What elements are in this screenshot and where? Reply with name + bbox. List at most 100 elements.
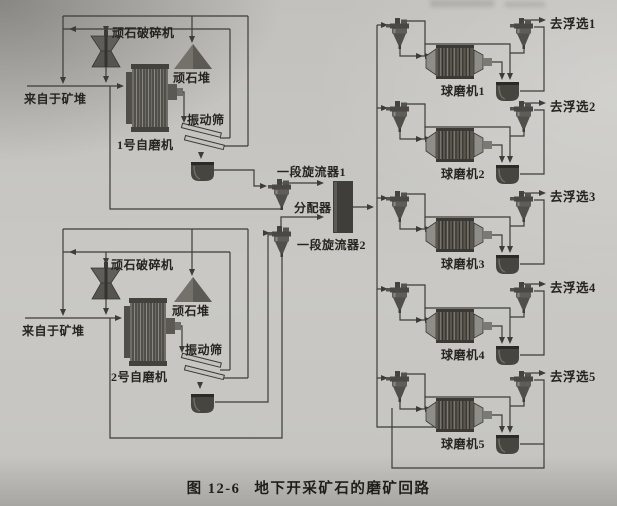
flow-arrow — [416, 317, 423, 323]
pump-box-circuit-3 — [495, 254, 520, 275]
flow-line — [280, 216, 320, 228]
flow-line — [520, 199, 545, 265]
flow-arrow — [507, 246, 513, 253]
label-ball-mill-5: 球磨机5 — [441, 437, 486, 451]
ball-mill-5 — [425, 397, 493, 433]
flow-line — [215, 233, 269, 403]
label-distributor: 分配器 — [294, 201, 332, 215]
flow-line — [214, 169, 262, 187]
circuit-cyclone-left-4 — [386, 282, 409, 313]
flow-arrow — [539, 370, 546, 376]
flow-arrow — [60, 77, 66, 84]
flow-arrow — [60, 309, 66, 316]
circuit-cyclone-left-3 — [386, 191, 409, 222]
label-ball-mill-2: 球磨机2 — [441, 167, 486, 181]
distributor-highlight — [334, 182, 337, 232]
label-stockpile-1: 顽石堆 — [173, 71, 211, 85]
circuit-cyclone-left-1 — [386, 18, 409, 49]
flow-arrow — [103, 308, 109, 315]
flow-line — [520, 290, 545, 356]
flow-line — [520, 109, 545, 175]
label-primary-cyclone-1: 一段旋流器1 — [277, 165, 347, 179]
label-pebble-crusher-2: 顽石破碎机 — [111, 258, 174, 272]
flow-arrow — [198, 152, 204, 159]
flow-arrow — [416, 226, 423, 232]
pump-box-circuit-4 — [495, 345, 520, 366]
flow-arrow — [189, 36, 195, 43]
circuit-cyclone-right-5 — [510, 371, 533, 402]
label-ball-mill-1: 球磨机1 — [441, 84, 486, 98]
flow-arrow — [181, 116, 187, 123]
flow-arrow — [260, 183, 267, 189]
flow-arrow — [103, 26, 109, 33]
flow-arrow — [416, 406, 423, 412]
pump-box-circuit-1 — [495, 81, 520, 102]
flow-line — [391, 408, 545, 469]
flow-arrow — [499, 73, 505, 80]
flow-line — [109, 257, 283, 439]
flow-arrow — [69, 249, 76, 255]
flow-arrow — [189, 269, 195, 276]
flow-line — [177, 91, 185, 120]
label-primary-cyclone-2: 一段旋流器2 — [297, 238, 367, 252]
circuit-cyclone-left-5 — [386, 371, 409, 402]
figure-title: 地下开采矿石的磨矿回路 — [254, 481, 431, 497]
flow-line — [109, 86, 282, 210]
pump-box-ag-2 — [190, 393, 215, 414]
flow-arrow — [103, 258, 109, 265]
label-vibrating-screen-2: 振动筛 — [185, 343, 223, 357]
flow-arrow — [317, 180, 324, 186]
flow-arrow — [499, 337, 505, 344]
flow-arrow — [416, 136, 423, 142]
label-to-flotation-3: 去浮选3 — [550, 190, 596, 204]
ball-mill-1 — [425, 44, 493, 80]
flow-line — [492, 61, 503, 78]
label-pebble-crusher-1: 顽石破碎机 — [112, 26, 175, 40]
flow-arrow — [507, 337, 513, 344]
primary-cyclone-1 — [268, 179, 291, 210]
flow-arrow — [381, 22, 388, 28]
flow-line — [510, 313, 525, 318]
label-ball-mill-4: 球磨机4 — [441, 348, 486, 362]
flow-arrow — [381, 286, 388, 292]
flow-arrow — [103, 76, 109, 83]
stockpile-1 — [174, 44, 212, 69]
flow-arrow — [499, 156, 505, 163]
flow-arrow — [539, 17, 546, 23]
flow-line — [510, 222, 525, 227]
label-to-flotation-2: 去浮选2 — [550, 100, 596, 114]
flow-arrow — [179, 346, 185, 353]
flow-arrow — [197, 382, 203, 389]
pump-box-ag-1 — [190, 161, 215, 182]
flow-arrow — [507, 156, 513, 163]
flow-line — [520, 379, 545, 445]
label-vibrating-screen-1: 振动筛 — [187, 113, 225, 127]
flow-line — [492, 234, 503, 251]
flow-line — [510, 402, 525, 407]
pump-box-circuit-5 — [495, 434, 520, 455]
flow-arrow — [317, 214, 324, 220]
flow-arrow — [69, 26, 76, 32]
page-bleed-mark — [430, 0, 494, 7]
flow-arrow — [381, 195, 388, 201]
flow-arrow — [381, 105, 388, 111]
primary-cyclone-2 — [268, 226, 291, 257]
label-to-flotation-1: 去浮选1 — [550, 17, 596, 31]
pump-box-circuit-2 — [495, 164, 520, 185]
flow-line — [510, 132, 525, 137]
page-bleed-mark — [505, 2, 545, 7]
flow-line — [492, 414, 503, 431]
flow-arrow — [367, 204, 374, 210]
flow-arrow — [499, 246, 505, 253]
distributor-box — [333, 181, 353, 233]
label-ag-mill-2: 2号自磨机 — [111, 370, 168, 384]
circuit-cyclone-right-2 — [510, 101, 533, 132]
flow-line — [510, 49, 525, 54]
flow-line — [520, 26, 545, 92]
label-ball-mill-3: 球磨机3 — [441, 257, 486, 271]
flow-arrow — [539, 100, 546, 106]
circuit-cyclone-right-1 — [510, 18, 533, 49]
